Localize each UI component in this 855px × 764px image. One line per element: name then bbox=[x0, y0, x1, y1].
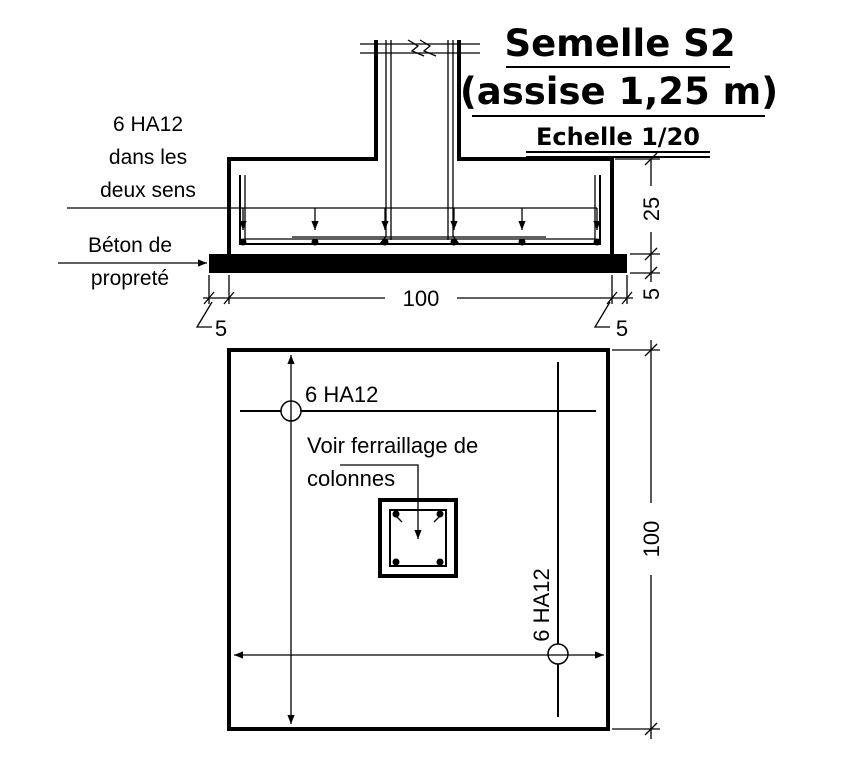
section-view: 6 HA12 dans les deux sens Béton de propr… bbox=[58, 39, 664, 341]
column-note-line1: Voir ferraillage de bbox=[307, 433, 478, 458]
plan-dim-side-label: 100 bbox=[639, 521, 664, 558]
title-line2: (assise 1,25 m) bbox=[460, 70, 778, 113]
title-line1: Semelle S2 bbox=[504, 22, 735, 65]
plan-rebar-top-label: 6 HA12 bbox=[305, 382, 378, 407]
column-note-line2: colonnes bbox=[307, 466, 395, 491]
footing-plan-outline bbox=[227, 348, 610, 731]
dim-blinding-label: 5 bbox=[639, 288, 664, 300]
column-note: Voir ferraillage de colonnes bbox=[307, 433, 478, 539]
rebar-note-line2: dans les bbox=[109, 146, 187, 169]
section-width-dimension: 100 bbox=[203, 275, 633, 311]
blinding-note-line2: propreté bbox=[91, 267, 169, 290]
plan-rebar-side-label: 6 HA12 bbox=[529, 568, 554, 641]
plan-view: 6 HA12 6 HA12 Voir ferraillage de colonn… bbox=[227, 340, 664, 739]
title-block: Semelle S2 (assise 1,25 m) Echelle 1/20 bbox=[460, 22, 778, 158]
section-height-dimension: 25 5 bbox=[615, 152, 664, 300]
title-scale: Echelle 1/20 bbox=[536, 123, 700, 151]
blinding-note-line1: Béton de bbox=[88, 234, 172, 257]
footing-outline bbox=[227, 40, 614, 254]
blinding-note: Béton de propreté bbox=[88, 234, 172, 290]
dim-height-label: 25 bbox=[639, 197, 664, 221]
plan-side-dimension: 100 bbox=[612, 340, 664, 739]
rebar-note-line1: 6 HA12 bbox=[113, 113, 183, 136]
offset-dimensions: 5 5 bbox=[195, 301, 628, 341]
rebar-indicator-vertical: 6 HA12 bbox=[529, 362, 569, 717]
rebar-note-line3: deux sens bbox=[100, 179, 196, 202]
rebar-indicator-horizontal: 6 HA12 bbox=[240, 382, 596, 422]
dim-offset-left: 5 bbox=[215, 316, 227, 341]
dim-offset-right: 5 bbox=[616, 316, 628, 341]
rebar-note: 6 HA12 dans les deux sens bbox=[100, 113, 196, 202]
dim-width-label: 100 bbox=[403, 286, 440, 311]
rebar-leader bbox=[67, 207, 601, 230]
footing-rebars bbox=[239, 175, 601, 246]
blinding-concrete bbox=[209, 254, 627, 273]
